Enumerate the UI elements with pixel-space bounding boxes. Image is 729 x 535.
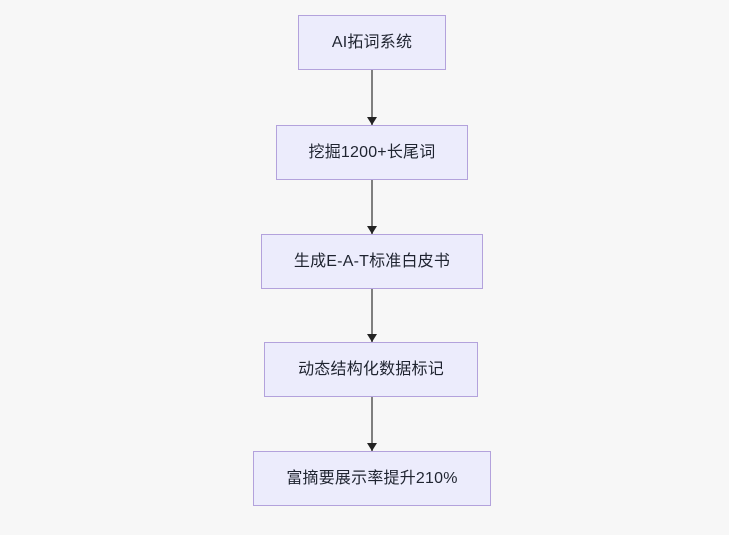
flow-node-label: 挖掘1200+长尾词 xyxy=(308,143,436,161)
flow-node-label: 动态结构化数据标记 xyxy=(298,360,444,378)
edge-line xyxy=(371,180,373,234)
flow-node-label: 富摘要展示率提升210% xyxy=(286,469,458,487)
flow-node-n5[interactable]: 富摘要展示率提升210% xyxy=(253,451,491,506)
flow-node-n4[interactable]: 动态结构化数据标记 xyxy=(264,342,478,397)
edge-arrowhead-icon xyxy=(366,443,377,451)
edge-line xyxy=(371,70,373,125)
edge-arrowhead-icon xyxy=(366,226,377,234)
flow-node-n3[interactable]: 生成E-A-T标准白皮书 xyxy=(261,234,483,289)
flow-node-label: AI拓词系统 xyxy=(331,33,413,51)
flow-node-n1[interactable]: AI拓词系统 xyxy=(298,15,446,70)
edge-line xyxy=(371,289,373,342)
edge-arrowhead-icon xyxy=(366,334,377,342)
edge-line xyxy=(371,397,373,451)
flow-node-label: 生成E-A-T标准白皮书 xyxy=(293,252,451,270)
edge-arrowhead-icon xyxy=(366,117,377,125)
flow-node-n2[interactable]: 挖掘1200+长尾词 xyxy=(276,125,468,180)
